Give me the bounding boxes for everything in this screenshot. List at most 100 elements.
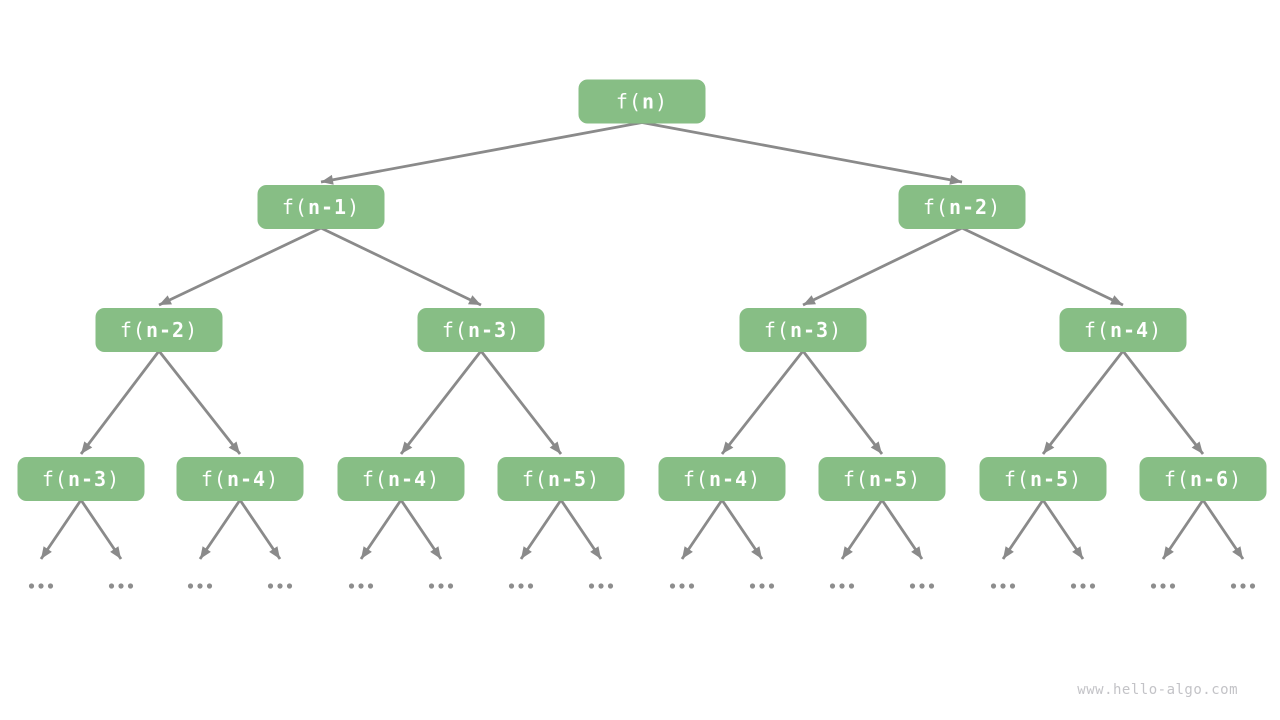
leaf-arrow-c2-right [238, 499, 282, 560]
ellipsis-dot [1150, 583, 1157, 589]
ellipsis-dot [527, 583, 534, 589]
leaf-arrow-c8-left [1161, 499, 1205, 560]
leaf-arrow-c2-left [198, 499, 242, 560]
edge-arrow-a2-b3 [802, 226, 963, 307]
node-label: f(n-4) [201, 467, 279, 491]
edge-arrow-b4-c7 [1041, 350, 1125, 455]
leaf-arrow-c3-left [359, 499, 403, 560]
tree-node-f-n-6-c8: f(n-6) [1139, 457, 1267, 501]
ellipsis-dot [1169, 583, 1176, 589]
edge-arrow-a1-b1 [158, 226, 322, 307]
watermark: www.hello-algo.com [1077, 682, 1238, 698]
leaf-arrow-c1-right [79, 499, 123, 560]
leaf-arrow-c5-left [680, 499, 724, 560]
ellipsis-dots [749, 583, 775, 589]
ellipsis-dots [28, 583, 54, 589]
edge-arrow-b2-c4 [479, 350, 563, 455]
ellipsis-dot [768, 583, 775, 589]
node-box [658, 457, 786, 501]
tree-node-f-n-1-a1: f(n-1) [257, 185, 385, 229]
ellipsis-dot [919, 583, 925, 589]
tree-node-f-n-4-b4: f(n-4) [1059, 308, 1187, 352]
node-label: f(n-3) [764, 318, 842, 342]
node-box [497, 457, 625, 501]
ellipsis-dots [348, 583, 374, 589]
node-box [818, 457, 946, 501]
node-label: f(n-4) [683, 467, 761, 491]
ellipsis-dot [1080, 583, 1086, 589]
ellipsis-dot [759, 583, 765, 589]
node-label: f(n-6) [1164, 467, 1242, 491]
ellipsis-dot [286, 583, 293, 589]
ellipsis-dot [267, 583, 274, 589]
node-box [578, 79, 706, 124]
ellipsis-dot [1249, 583, 1256, 589]
ellipsis-dots [428, 583, 454, 589]
ellipsis-dot [688, 583, 695, 589]
edge-arrow-a2-b4 [961, 226, 1124, 307]
tree-node-f-n-2-a2: f(n-2) [898, 185, 1026, 229]
node-label: f(n-3) [442, 318, 520, 342]
node-box [898, 185, 1026, 229]
ellipsis-dot [277, 583, 283, 589]
ellipsis-dots [669, 583, 695, 589]
edge-arrow-a1-b2 [320, 226, 482, 307]
tree-node-f-n-4-c5: f(n-4) [658, 457, 786, 501]
ellipsis-dot [1160, 583, 1166, 589]
node-label: f(n-1) [282, 195, 360, 219]
ellipsis-dot [348, 583, 355, 589]
ellipsis-dot [118, 583, 124, 589]
ellipsis-dots [1150, 583, 1176, 589]
node-box [337, 457, 465, 501]
node-box [176, 457, 304, 501]
edge-arrow-b4-c8 [1121, 350, 1205, 455]
ellipsis-dot [598, 583, 604, 589]
ellipsis-dots [267, 583, 293, 589]
node-label: f(n-5) [1004, 467, 1082, 491]
ellipsis-dot [669, 583, 676, 589]
leaf-arrow-c1-left [39, 499, 83, 560]
ellipsis-dot [358, 583, 364, 589]
leaf-arrow-c7-right [1041, 499, 1085, 560]
ellipsis-dot [607, 583, 614, 589]
ellipsis-dot [38, 583, 44, 589]
tree-node-f-n-2-b1: f(n-2) [95, 308, 223, 352]
ellipsis-dot [1240, 583, 1246, 589]
tree-node-f-n-3-b2: f(n-3) [417, 308, 545, 352]
ellipsis-dots [909, 583, 935, 589]
leaf-arrow-c4-right [559, 499, 603, 560]
ellipsis-dots [829, 583, 855, 589]
edge-arrow-b3-c6 [801, 350, 884, 455]
tree-node-f-n-3-c1: f(n-3) [17, 457, 145, 501]
tree-node-f-n-5-c4: f(n-5) [497, 457, 625, 501]
ellipsis-dot [1009, 583, 1016, 589]
ellipsis-dot [749, 583, 756, 589]
ellipsis-dot [447, 583, 454, 589]
node-label: f(n-2) [120, 318, 198, 342]
leaf-arrow-c4-left [519, 499, 563, 560]
ellipsis-dots [1070, 583, 1096, 589]
leaf-arrow-c6-left [840, 499, 884, 560]
node-label: f(n-2) [923, 195, 1001, 219]
node-box [979, 457, 1107, 501]
ellipsis-dot [829, 583, 836, 589]
edge-arrow-b1-c2 [157, 350, 242, 455]
edge-arrow-b2-c3 [399, 350, 483, 455]
ellipsis-dot [1230, 583, 1237, 589]
edge-arrow-root-a2 [641, 121, 963, 185]
tree-node-f-n-4-c2: f(n-4) [176, 457, 304, 501]
ellipsis-dot [928, 583, 935, 589]
node-box [95, 308, 223, 352]
edge-arrow-root-a1 [320, 121, 643, 185]
tree-node-f-n-4-c3: f(n-4) [337, 457, 465, 501]
node-box [1059, 308, 1187, 352]
node-label: f(n-4) [1084, 318, 1162, 342]
ellipsis-dot [428, 583, 435, 589]
ellipsis-dot [367, 583, 374, 589]
tree-node-f-n-5-c6: f(n-5) [818, 457, 946, 501]
ellipsis-dot [1000, 583, 1006, 589]
ellipsis-dot [187, 583, 194, 589]
ellipsis-dot [839, 583, 845, 589]
node-label: f(n-3) [42, 467, 120, 491]
